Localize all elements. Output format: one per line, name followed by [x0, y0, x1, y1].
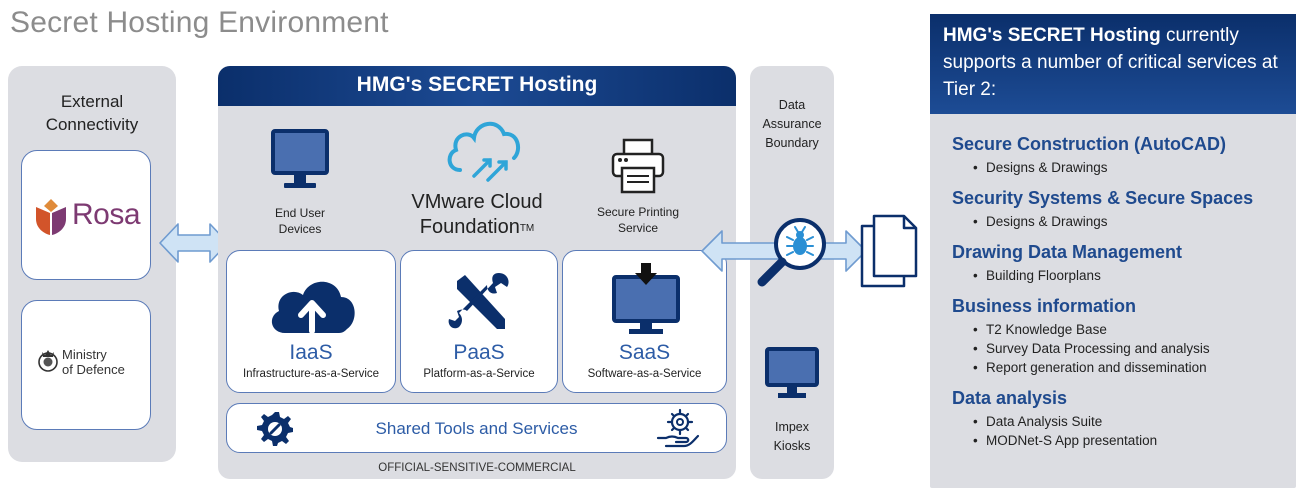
data-assurance-panel	[750, 66, 834, 479]
category-title: Security Systems & Secure Spaces	[952, 188, 1254, 208]
mod-logo-line1: Ministry	[62, 347, 107, 362]
tools-icon	[448, 273, 509, 329]
category-title: Drawing Data Management	[952, 242, 1183, 262]
end-user-devices-label: End User Devices	[252, 205, 348, 237]
cloud-icon	[447, 122, 521, 182]
category-item: Survey Data Processing and analysis	[930, 339, 1296, 358]
saas-subtitle: Software-as-a-Service	[587, 368, 702, 380]
category-item: T2 Knowledge Base	[930, 320, 1296, 339]
printing-line1: Secure Printing	[596, 205, 680, 219]
impex-line1: Impex	[774, 420, 810, 434]
iaas-card: IaaS Infrastructure-as-a-Service	[226, 250, 396, 393]
secret-hosting-title: HMG's SECRET Hosting	[356, 73, 598, 96]
printer-icon	[611, 138, 665, 194]
info-intro: HMG's SECRET Hosting currently supports …	[943, 22, 1283, 103]
paas-name: PaaS	[453, 341, 505, 364]
vmware-line1: VMware Cloud	[411, 191, 543, 213]
gear-wrench-icon	[257, 412, 293, 446]
iaas-subtitle: Infrastructure-as-a-Service	[242, 368, 380, 380]
cloud-upload-icon	[271, 281, 355, 334]
paas-card: PaaS Platform-as-a-Service	[400, 250, 558, 393]
rosa-card: Rosa	[21, 150, 151, 280]
kiosk-monitor-icon	[765, 347, 819, 398]
mod-logo-line2: of Defence	[62, 362, 125, 377]
end-user-line2: Devices	[278, 222, 322, 236]
mod-logo-text: Ministry of Defence	[62, 347, 125, 377]
info-header	[930, 14, 1296, 114]
shared-tools-card	[226, 403, 727, 453]
secure-printing-label: Secure Printing Service	[586, 204, 690, 236]
classification-marking: OFFICIAL-SENSITIVE-COMMERCIAL	[378, 462, 576, 474]
info-intro-bold: HMG's SECRET Hosting	[943, 25, 1161, 46]
saas-name: SaaS	[618, 341, 671, 364]
service-categories-list: Secure Construction (AutoCAD) Designs & D…	[930, 130, 1296, 457]
vmware-name: Foundation	[419, 216, 520, 238]
mod-card: Ministry of Defence	[21, 300, 151, 430]
category-item: Designs & Drawings	[930, 212, 1296, 231]
da-line3: Boundary	[765, 136, 819, 150]
category-title: Data analysis	[952, 388, 1068, 408]
category-group: Secure Construction (AutoCAD) Designs & D…	[930, 130, 1296, 177]
secret-hosting-header	[218, 66, 736, 106]
external-title-line2: Connectivity	[45, 115, 139, 134]
category-title: Business information	[952, 296, 1137, 316]
saas-card: SaaS Software-as-a-Service	[562, 250, 727, 393]
category-title: Secure Construction (AutoCAD)	[952, 134, 1226, 154]
vmware-line2: FoundationTM	[392, 215, 562, 241]
magnifier-bug-icon	[757, 218, 826, 287]
end-user-line1: End User	[274, 206, 326, 220]
da-line2: Assurance	[762, 117, 822, 131]
da-line1: Data	[778, 98, 806, 112]
impex-line2: Kiosks	[773, 439, 811, 453]
rosa-logo-icon	[36, 199, 66, 235]
category-item: Designs & Drawings	[930, 158, 1296, 177]
printing-line2: Service	[617, 221, 658, 235]
category-group: Data analysisData Analysis SuiteMODNet-S…	[930, 384, 1296, 450]
mod-crest-icon	[38, 350, 58, 372]
page-title: Secret Hosting Environment	[10, 6, 389, 39]
monitor-download-icon	[612, 263, 680, 334]
category-item: MODNet-S App presentation	[930, 431, 1296, 450]
trademark-symbol: TM	[519, 223, 535, 234]
external-title-line1: External	[60, 92, 124, 111]
external-connectivity-title: External Connectivity	[8, 90, 176, 136]
info-intro-rest: currently supports a number of critical …	[943, 25, 1278, 100]
hand-gear-icon	[656, 408, 700, 448]
category-group: Security Systems & Secure SpacesDesigns …	[930, 184, 1296, 231]
category-item: Data Analysis Suite	[930, 412, 1296, 431]
impex-kiosks-label: Impex Kiosks	[750, 418, 834, 456]
documents-icon	[860, 214, 918, 288]
shared-tools-label: Shared Tools and Services	[375, 419, 578, 438]
vmware-cloud-foundation-label: VMware Cloud FoundationTM	[392, 190, 562, 241]
rosa-logo-text: Rosa	[72, 198, 141, 231]
category-item: Report generation and dissemination	[930, 358, 1296, 377]
category-group: Drawing Data ManagementBuilding Floorpla…	[930, 238, 1296, 285]
monitor-icon	[271, 129, 329, 188]
category-item: Building Floorplans	[930, 266, 1296, 285]
category-group: Business information T2 Knowledge BaseSur…	[930, 292, 1296, 377]
iaas-name: IaaS	[289, 341, 333, 364]
data-assurance-title: Data Assurance Boundary	[750, 96, 834, 153]
paas-subtitle: Platform-as-a-Service	[423, 368, 535, 380]
